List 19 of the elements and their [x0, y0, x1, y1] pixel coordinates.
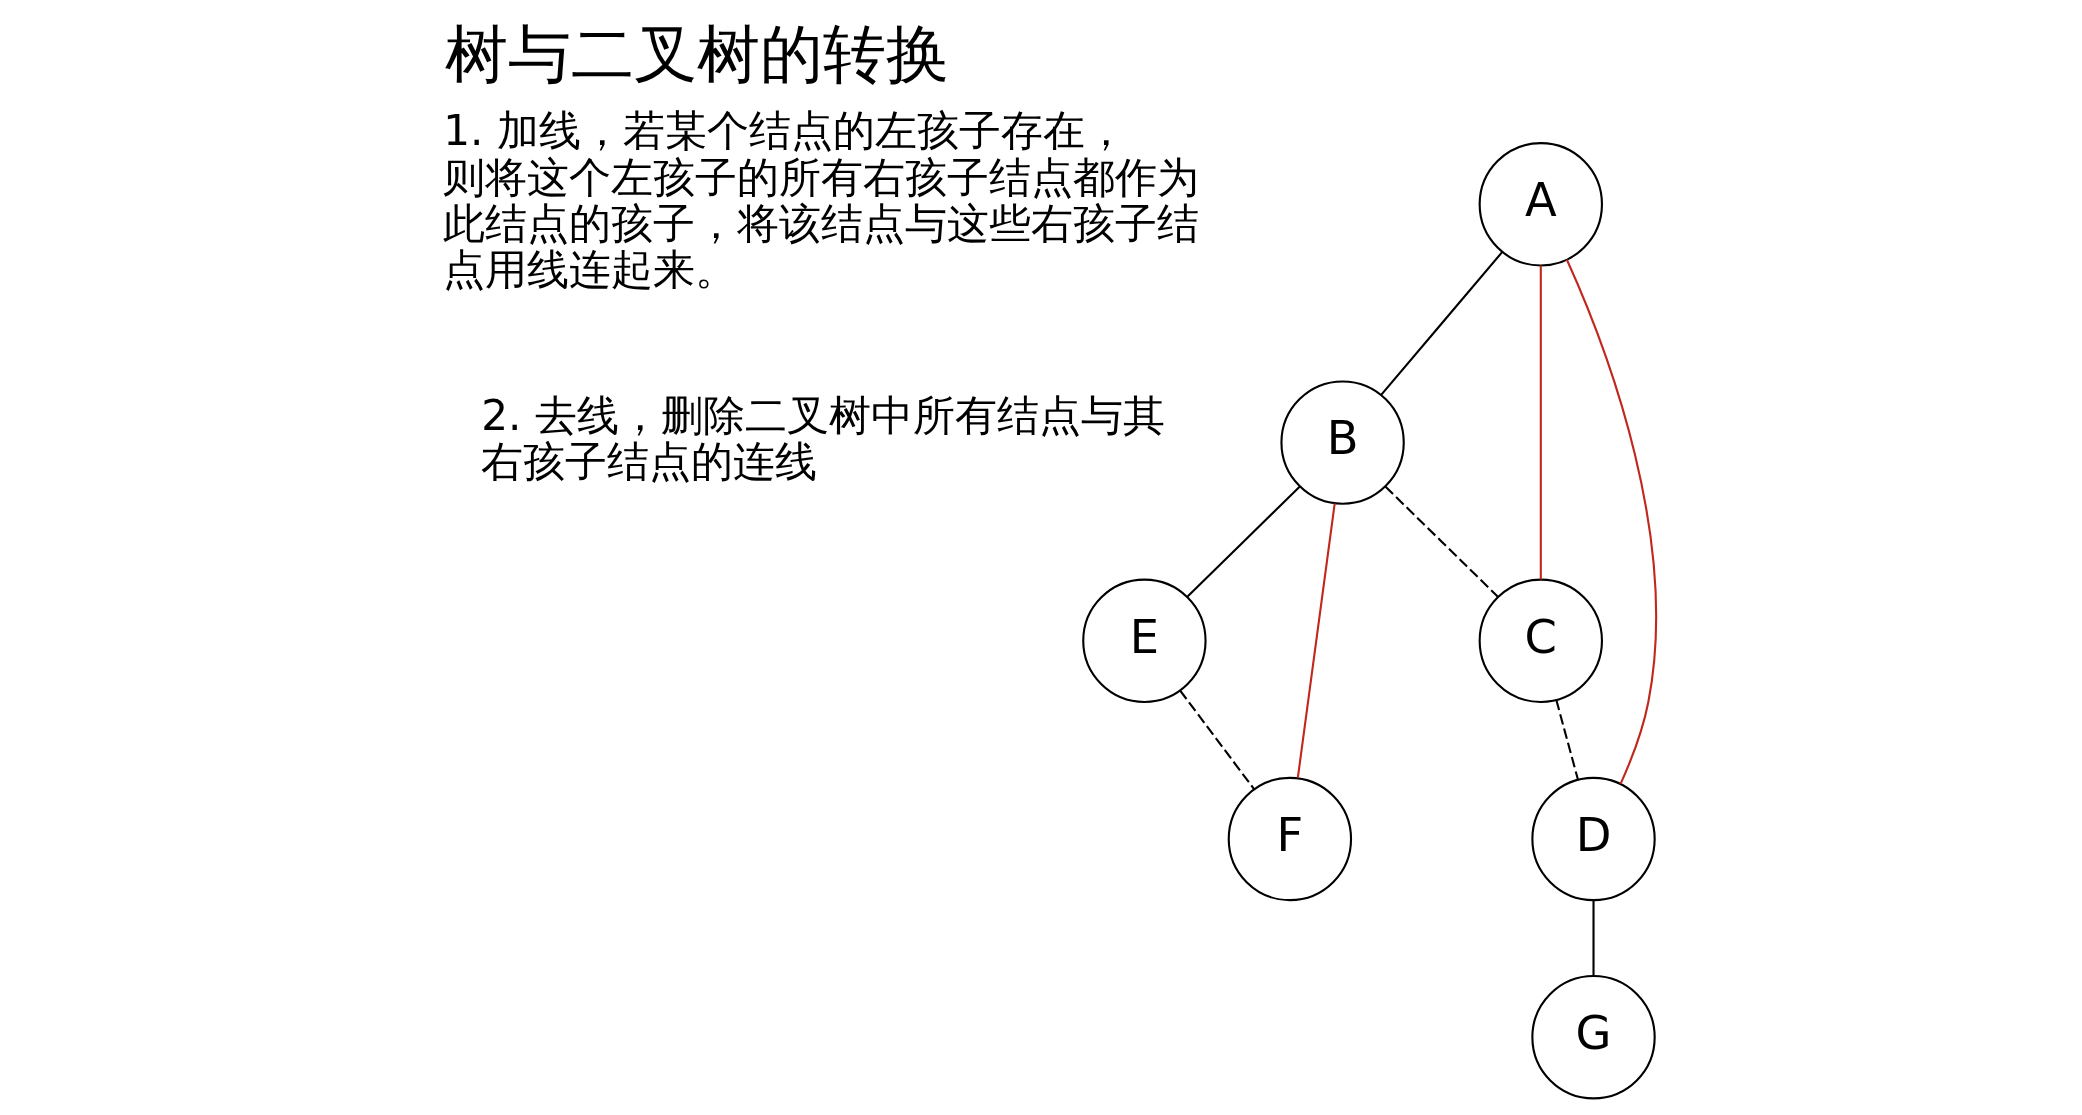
connector — [1179, 690, 1255, 790]
node-circle: D — [1530, 776, 1656, 902]
node-circle: B — [1279, 380, 1405, 505]
connector — [1539, 265, 1542, 580]
node-circle: G — [1530, 975, 1656, 1100]
connector — [1296, 503, 1336, 778]
connector — [1186, 486, 1300, 598]
diagram-title: 树与二叉树的转换 — [444, 16, 949, 91]
label: 1. 加线，若某个结点的左孩子存在，则将这个左孩子的所有右孩子结点都作为此结点的孩子，将该结点与这些右孩子结点用线连起来。 — [442, 106, 1199, 295]
connector — [1554, 699, 1579, 780]
node-circle: C — [1478, 578, 1603, 703]
node-circle: A — [1478, 142, 1603, 267]
connector — [1384, 486, 1499, 598]
connector — [1565, 259, 1657, 785]
label: 2. 去线，删除二叉树中所有结点与其右孩子结点的连线 — [480, 390, 1165, 487]
connector — [1379, 251, 1503, 396]
node-circle: E — [1081, 578, 1207, 703]
node-circle: F — [1227, 776, 1352, 902]
connector — [1591, 900, 1595, 976]
